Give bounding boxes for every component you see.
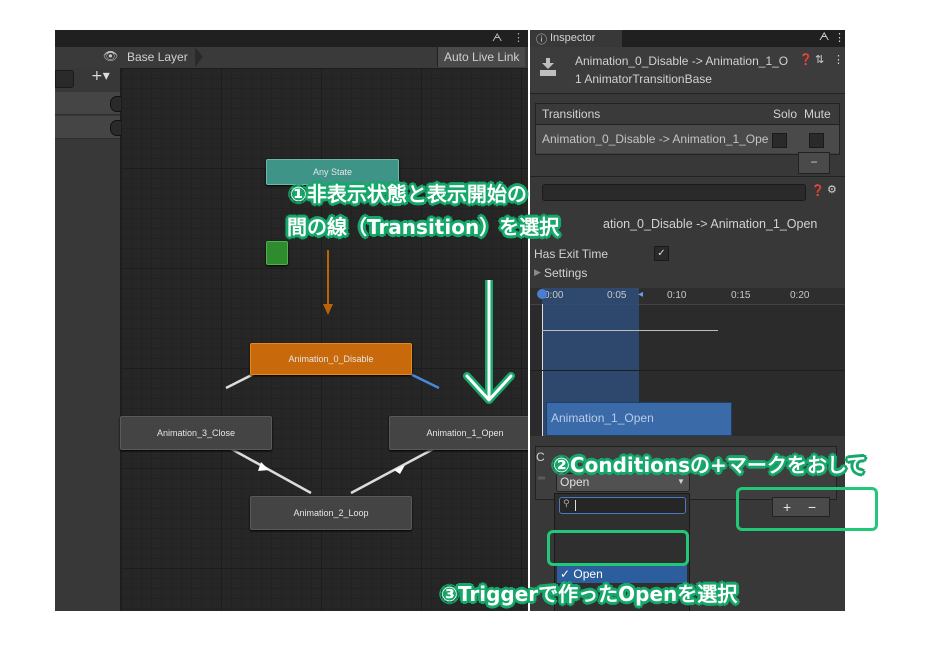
- animation-2-loop-node[interactable]: Animation_2_Loop: [250, 496, 412, 530]
- source-clip-track: [542, 330, 718, 331]
- layer-row[interactable]: [55, 92, 126, 115]
- transition-line-2-1[interactable]: [350, 444, 440, 495]
- transitions-list-header: Transitions Solo Mute: [536, 104, 839, 125]
- annotation-down-arrow-icon: [463, 280, 515, 404]
- remove-transition-button[interactable]: −: [798, 152, 830, 174]
- mute-checkbox[interactable]: [809, 133, 824, 148]
- settings-foldout-icon[interactable]: ▶: [534, 267, 541, 277]
- lock-icon[interactable]: ᗅ: [492, 31, 503, 44]
- animator-title-bar: ᗅ ⋮: [55, 30, 528, 47]
- dropdown-option-label: ✓ Open: [560, 567, 603, 581]
- chevron-down-icon: ▼: [677, 477, 685, 486]
- layer-row[interactable]: [55, 116, 126, 139]
- settings-sliders-icon[interactable]: ⇅: [815, 54, 825, 66]
- animator-toolbar: 👁 Base Layer Auto Live Link: [55, 47, 528, 69]
- info-icon: ⓘ: [536, 34, 547, 46]
- drag-handle-icon[interactable]: ═: [538, 473, 546, 484]
- step1-annotation-line2: 間の線（Transition）を選択: [287, 215, 560, 239]
- mute-header-label: Mute: [804, 107, 831, 121]
- playhead-marker-icon[interactable]: [537, 289, 547, 299]
- text-cursor: [575, 500, 576, 511]
- transition-name-field[interactable]: [542, 184, 806, 201]
- eye-icon[interactable]: 👁: [103, 49, 119, 63]
- parameter-dropdown-popup: ⚲ ✓ Open: [554, 493, 690, 611]
- gear-icon[interactable]: ⚙: [827, 184, 837, 196]
- transition-asset-icon: [540, 58, 556, 76]
- transition-timeline[interactable]: 0:00 0:05 0:10 0:15 0:20 ◂ Animation_1_O…: [530, 288, 845, 436]
- animation-0-disable-node[interactable]: Animation_0_Disable: [250, 343, 412, 375]
- transition-title: ation_0_Disable -> Animation_1_Open: [603, 217, 818, 231]
- dropdown-search-field[interactable]: ⚲: [559, 497, 686, 514]
- inspector-tab-label: Inspector: [550, 32, 596, 44]
- breadcrumb-base-layer[interactable]: Base Layer: [127, 50, 188, 64]
- add-condition-button[interactable]: +: [783, 499, 792, 515]
- conditions-add-remove-bar: + −: [772, 497, 830, 517]
- destination-clip-bar[interactable]: Animation_1_Open: [546, 402, 732, 436]
- solo-header-label: Solo: [773, 107, 798, 121]
- breadcrumb-separator: [195, 47, 203, 67]
- layers-panel: +▾: [55, 68, 126, 611]
- remove-condition-button[interactable]: −: [808, 499, 817, 515]
- animator-window: ᗅ ⋮ 👁 Base Layer Auto Live Link +▾: [55, 30, 528, 611]
- timeline-tick-3: 0:15: [731, 290, 751, 301]
- inspector-tab[interactable]: ⓘ Inspector: [530, 30, 622, 47]
- kebab-menu-icon[interactable]: ⋮: [513, 31, 524, 44]
- arrow-head-icon: [258, 462, 269, 471]
- add-layer-button[interactable]: +▾: [91, 68, 110, 84]
- section-divider: [530, 176, 845, 177]
- timeline-tick-1: 0:05: [607, 290, 627, 301]
- conditions-header-label: C: [536, 450, 545, 464]
- timeline-tick-0: 0:00: [544, 290, 564, 301]
- condition-parameter-value: Open: [560, 475, 590, 489]
- lock-icon[interactable]: ᗅ: [819, 31, 830, 43]
- settings-foldout-label[interactable]: Settings: [544, 266, 588, 280]
- help-icon[interactable]: ❓: [799, 54, 813, 66]
- timeline-row-divider: [530, 370, 845, 371]
- inspector-window: ⓘ Inspector ᗅ ⋮ Animation_0_Disable -> A…: [530, 30, 845, 611]
- entry-node[interactable]: [266, 241, 288, 265]
- has-exit-time-checkbox[interactable]: ✓: [654, 246, 669, 261]
- transitions-header-label: Transitions: [542, 107, 601, 121]
- search-icon: ⚲: [563, 499, 570, 509]
- animation-1-open-node[interactable]: Animation_1_Open: [389, 416, 528, 450]
- timeline-tick-2: 0:10: [667, 290, 687, 301]
- inspector-tab-bar: ⓘ Inspector ᗅ ⋮: [530, 30, 845, 47]
- layer-search-field[interactable]: [55, 70, 74, 88]
- timeline-tick-4: 0:20: [790, 290, 810, 301]
- arrow-head-icon: [323, 304, 333, 315]
- kebab-menu-icon[interactable]: ⋮: [834, 32, 845, 44]
- auto-live-link-button[interactable]: Auto Live Link: [437, 47, 526, 67]
- inspector-header: Animation_0_Disable -> Animation_1_O 1 A…: [530, 47, 845, 94]
- arrow-head-icon: [394, 465, 405, 474]
- condition-parameter-dropdown[interactable]: Open ▼: [556, 473, 690, 492]
- animation-3-close-node[interactable]: Animation_3_Close: [120, 416, 272, 450]
- highlight-add-condition-box: [736, 487, 878, 531]
- highlight-open-option-box: [547, 530, 689, 566]
- any-state-node[interactable]: Any State: [266, 159, 399, 185]
- transition-end-marker-icon[interactable]: ◂: [638, 289, 644, 300]
- destination-clip-label: Animation_1_Open: [551, 411, 654, 425]
- step2-annotation: ②Conditionsの+マークをおして: [553, 453, 867, 477]
- has-exit-time-label: Has Exit Time: [534, 247, 609, 261]
- help-icon[interactable]: ❓: [811, 185, 825, 197]
- solo-checkbox[interactable]: [772, 133, 787, 148]
- step3-annotation: ③Triggerで作ったOpenを選択: [441, 582, 738, 606]
- inspector-header-subtitle: 1 AnimatorTransitionBase: [575, 72, 712, 86]
- transition-list-item[interactable]: Animation_0_Disable -> Animation_1_Ope: [536, 125, 839, 153]
- transition-item-label: Animation_0_Disable -> Animation_1_Ope: [542, 132, 769, 146]
- kebab-menu-icon[interactable]: ⋮: [833, 54, 844, 66]
- dropdown-option-open[interactable]: ✓ Open: [557, 565, 687, 583]
- state-machine-graph[interactable]: Any State Animation_0_Disable Animation_…: [120, 68, 528, 611]
- inspector-header-title: Animation_0_Disable -> Animation_1_O: [575, 54, 789, 68]
- step1-annotation-line1: ①非表示状態と表示開始の: [290, 182, 527, 206]
- transitions-list: Transitions Solo Mute Animation_0_Disabl…: [535, 103, 840, 155]
